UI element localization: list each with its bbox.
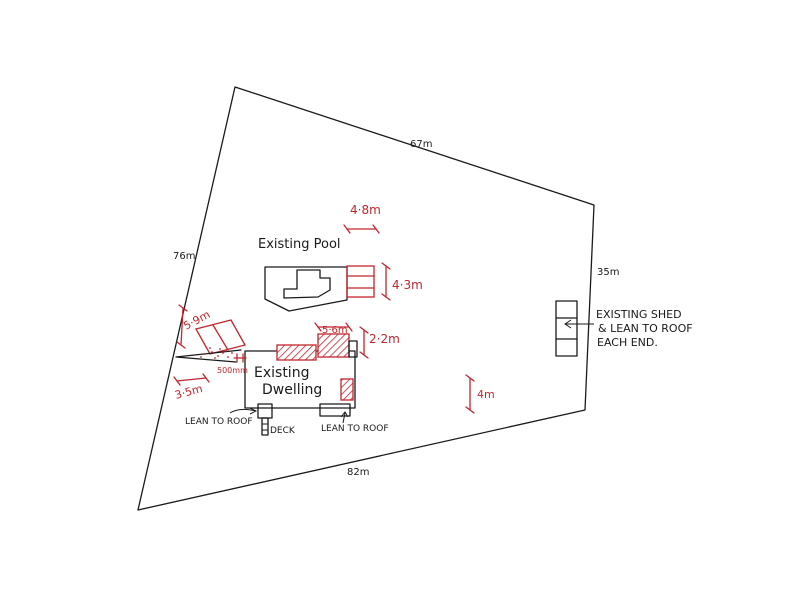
dwelling-addition-side <box>340 378 354 401</box>
angled-width-dimension <box>176 304 188 349</box>
dwelling-label-line2: Dwelling <box>262 382 322 398</box>
angled-setback-dimension <box>173 373 210 386</box>
lean-to-roof-right-arrow <box>342 412 346 424</box>
deck <box>261 417 269 436</box>
angled-structure <box>195 319 246 355</box>
dwelling-step <box>348 340 358 358</box>
pool-extension <box>346 265 375 298</box>
carport-addition <box>317 333 350 358</box>
setback-label: 4m <box>477 388 495 401</box>
pool-label: Existing Pool <box>258 237 341 252</box>
shed-label-line3: EACH END. <box>597 336 658 349</box>
pool-height-dimension <box>381 262 391 301</box>
pool-width-label: 4·8m <box>350 203 381 217</box>
carport-height-dimension <box>359 326 369 359</box>
shed-label-line2: & LEAN TO ROOF <box>598 322 693 335</box>
setback-dimension <box>465 374 475 414</box>
shed-label-line1: EXISTING SHED <box>596 308 682 321</box>
dwelling-addition-top <box>276 344 317 361</box>
lean-to-roof-right-structure <box>319 403 351 417</box>
angled-gap-label: 500mm <box>217 366 248 375</box>
lean-to-roof-left-structure <box>257 403 273 419</box>
lean-to-roof-right-label: LEAN TO ROOF <box>321 424 389 434</box>
existing-pool <box>264 266 348 312</box>
lean-to-roof-left-arrow <box>229 408 257 414</box>
carport-width-label: 5·6m <box>322 325 348 336</box>
carport-width-dimension <box>314 322 353 332</box>
boundary-right-length: 35m <box>597 267 619 278</box>
lean-to-roof-left-label: LEAN TO ROOF <box>185 417 253 427</box>
angled-setback-label: 3·5m <box>173 382 204 402</box>
boundary-top-length: 67m <box>410 139 432 150</box>
pool-width-dimension <box>343 224 380 234</box>
existing-shed <box>555 300 578 357</box>
site-boundary <box>137 86 595 511</box>
gravel-area <box>175 347 242 363</box>
boundary-bottom-length: 82m <box>347 467 369 478</box>
boundary-left-length: 76m <box>173 251 195 262</box>
pool-height-label: 4·3m <box>392 278 423 292</box>
angled-gap-dimension <box>233 353 247 363</box>
carport-height-label: 2·2m <box>369 332 400 346</box>
deck-label: DECK <box>270 426 296 436</box>
dwelling-label-line1: Existing <box>254 365 309 381</box>
